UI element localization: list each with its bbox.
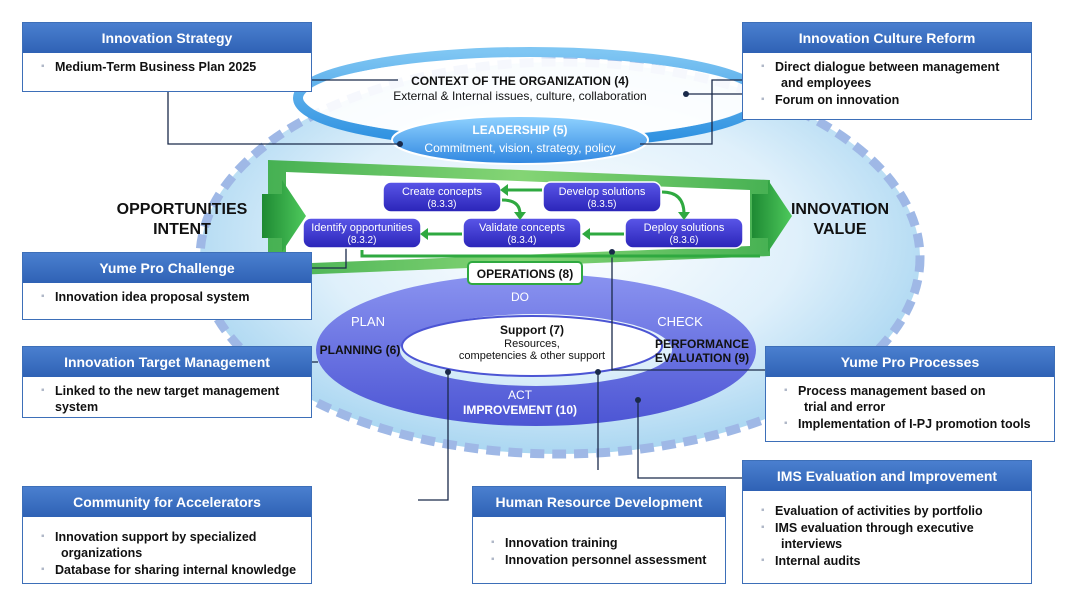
process-label: Validate concepts [479,222,566,234]
box-item: Implementation of I-PJ promotion tools [784,416,1044,432]
context-subtitle: External & Internal issues, culture, col… [393,89,646,103]
process-deploy-solutions: Deploy solutions (8.3.6) [624,217,744,249]
ims-evaluation-box: IMS Evaluation and Improvement Evaluatio… [742,460,1032,584]
box-item: Evaluation of activities by portfolio [761,503,1021,519]
support-line2: competencies & other support [459,350,605,362]
yume-pro-challenge-box: Yume Pro Challenge Innovation idea propo… [22,252,312,320]
value-arrow [752,180,792,252]
process-code: (8.3.2) [348,235,377,246]
pdca-ring [315,273,756,427]
operations-label: OPERATIONS (8) [477,267,573,281]
box-title: Innovation Strategy [23,23,311,53]
opportunities-label: OPPORTUNITIES [117,201,248,218]
box-title: Innovation Culture Reform [743,23,1031,53]
box-item: Innovation personnel assessment [491,552,715,568]
box-item: Innovation training [491,535,715,551]
innovation-target-box: Innovation Target Management Linked to t… [22,346,312,418]
community-accelerators-box: Community for Accelerators Innovation su… [22,486,312,584]
innovation-strategy-box: Innovation Strategy Medium-Term Business… [22,22,312,92]
box-item: Linked to the new target managementsyste… [41,383,301,415]
evaluation-label: EVALUATION (9) [655,351,749,365]
process-code: (8.3.5) [588,199,617,210]
box-title: Community for Accelerators [23,487,311,517]
innovation-culture-box: Innovation Culture Reform Direct dialogu… [742,22,1032,120]
support-line1: Resources, [504,338,560,350]
box-item: Database for sharing internal knowledge [41,562,301,578]
performance-label: PERFORMANCE [655,337,749,351]
yume-pro-processes-box: Yume Pro Processes Process management ba… [765,346,1055,442]
leadership-title: LEADERSHIP (5) [472,123,567,137]
box-item: Forum on innovation [761,92,1021,108]
context-title: CONTEXT OF THE ORGANIZATION (4) [411,74,629,88]
box-item: Internal audits [761,553,1021,569]
opportunities-arrow [262,180,306,252]
box-item: Innovation support by specializedorganiz… [41,529,301,561]
process-validate-concepts: Validate concepts (8.3.4) [462,217,582,249]
box-item: Innovation idea proposal system [41,289,301,305]
process-label: Deploy solutions [644,222,725,234]
human-resource-box: Human Resource Development Innovation tr… [472,486,726,584]
process-identify-opportunities: Identify opportunities (8.3.2) [302,217,422,249]
box-title: Yume Pro Processes [766,347,1054,377]
process-code: (8.3.4) [508,235,537,246]
process-label: Create concepts [402,186,483,198]
planning-label: PLANNING (6) [320,343,401,357]
improvement-label: IMPROVEMENT (10) [463,403,577,417]
value-label: VALUE [813,221,866,238]
process-create-concepts: Create concepts (8.3.3) [382,181,502,213]
support-ellipse [401,315,663,377]
leadership-subtitle: Commitment, vision, strategy, policy [424,141,615,155]
box-title: Yume Pro Challenge [23,253,311,283]
process-code: (8.3.6) [670,235,699,246]
support-title: Support (7) [500,323,564,337]
operations-label-box [467,261,583,285]
box-item: Medium-Term Business Plan 2025 [41,59,301,75]
do-label: DO [511,290,529,304]
act-label: ACT [508,388,533,402]
check-label: CHECK [657,314,703,329]
process-label: Develop solutions [559,186,646,198]
process-label: Identify opportunities [311,222,413,234]
leadership-pill [391,115,649,165]
box-item: IMS evaluation through executiveintervie… [761,520,1021,552]
innovation-label: INNOVATION [791,201,889,218]
box-title: Innovation Target Management [23,347,311,377]
plan-label: PLAN [351,314,385,329]
process-code: (8.3.3) [428,199,457,210]
box-title: IMS Evaluation and Improvement [743,461,1031,491]
box-title: Human Resource Development [473,487,725,517]
intent-label: INTENT [153,221,211,238]
process-develop-solutions: Develop solutions (8.3.5) [542,181,662,213]
